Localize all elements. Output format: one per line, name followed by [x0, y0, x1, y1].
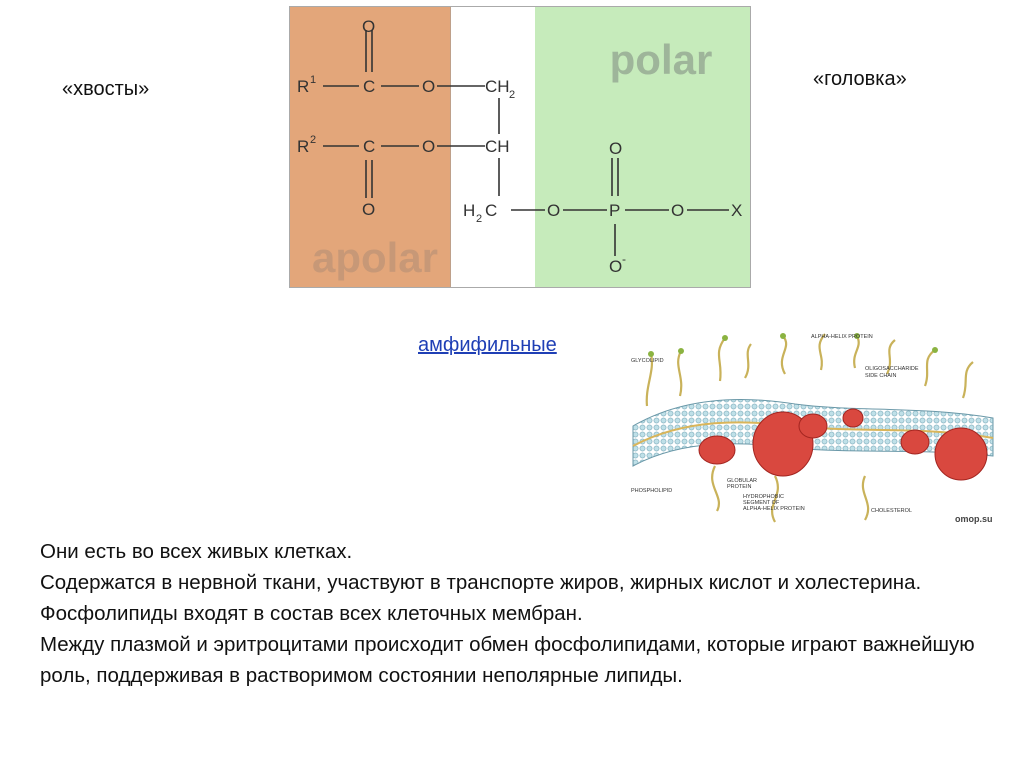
- svg-text:O: O: [362, 17, 375, 36]
- svg-text:C: C: [363, 137, 375, 156]
- polar-region: [535, 6, 751, 288]
- paragraph-4: Между плазмой и эритроцитами происходит …: [40, 633, 975, 687]
- body-text: Они есть во всех живых клетках. Содержат…: [40, 536, 1000, 691]
- middle-region: [451, 6, 535, 288]
- svg-text:ALPHA-HELIX PROTEIN: ALPHA-HELIX PROTEIN: [743, 506, 805, 512]
- svg-text:P: P: [609, 201, 620, 220]
- svg-text:2: 2: [509, 89, 515, 101]
- svg-text:PROTEIN: PROTEIN: [727, 484, 751, 490]
- paragraph-2: Содержатся в нервной ткани, участвуют в …: [40, 571, 922, 594]
- protein-blob: [798, 413, 828, 439]
- svg-text:PHOSPHOLIPID: PHOSPHOLIPID: [631, 488, 672, 494]
- svg-text:2: 2: [476, 213, 482, 225]
- protein-blob: [842, 408, 864, 428]
- protein-blob: [698, 435, 736, 465]
- svg-text:CHOLESTEROL: CHOLESTEROL: [871, 508, 912, 514]
- polar-word: polar: [610, 36, 713, 83]
- svg-text:GLOBULAR: GLOBULAR: [727, 478, 757, 484]
- svg-text:C: C: [485, 201, 497, 220]
- membrane-illustration: GLYCOLIPID ALPHA-HELIX PROTEIN OLIGOSACC…: [631, 333, 994, 524]
- amphiphilic-link[interactable]: амфифильные: [418, 334, 557, 356]
- svg-text:ALPHA-HELIX PROTEIN: ALPHA-HELIX PROTEIN: [811, 334, 873, 340]
- svg-text:C: C: [363, 77, 375, 96]
- svg-text:HYDROPHOBIC: HYDROPHOBIC: [743, 494, 784, 500]
- svg-text:O: O: [422, 77, 435, 96]
- svg-text:R: R: [297, 137, 309, 156]
- apolar-word: apolar: [312, 234, 438, 281]
- svg-text:GLYCOLIPID: GLYCOLIPID: [631, 358, 664, 364]
- paragraph-3: Фосфолипиды входят в состав всех клеточн…: [40, 602, 583, 625]
- svg-text:OLIGOSACCHARIDE: OLIGOSACCHARIDE: [865, 366, 919, 372]
- protein-blob: [900, 429, 930, 455]
- svg-text:O: O: [609, 139, 622, 158]
- svg-text:CH: CH: [485, 137, 510, 156]
- svg-text:H: H: [463, 201, 475, 220]
- apolar-region: [289, 6, 452, 288]
- svg-text:CH: CH: [485, 77, 510, 96]
- protein-blob: [752, 411, 814, 477]
- svg-text:O: O: [671, 201, 684, 220]
- svg-text:O: O: [547, 201, 560, 220]
- svg-text:omop.su: omop.su: [955, 514, 993, 524]
- phospholipid-formula: polar apolar R 1 C O O CH 2 R 2 C O CH: [289, 6, 751, 288]
- svg-text:2: 2: [310, 134, 316, 146]
- svg-text:R: R: [297, 77, 309, 96]
- svg-text:-: -: [622, 252, 626, 266]
- svg-text:X: X: [731, 201, 742, 220]
- svg-text:1: 1: [310, 74, 316, 86]
- svg-text:O: O: [422, 137, 435, 156]
- svg-text:O: O: [362, 200, 375, 219]
- tails-label: «хвосты»: [62, 78, 150, 100]
- protein-blob: [934, 427, 988, 481]
- head-label: «головка»: [813, 68, 907, 90]
- svg-text:SIDE CHAIN: SIDE CHAIN: [865, 373, 897, 379]
- svg-text:O: O: [609, 257, 622, 276]
- svg-text:SEGMENT OF: SEGMENT OF: [743, 500, 780, 506]
- paragraph-1: Они есть во всех живых клетках.: [40, 540, 353, 563]
